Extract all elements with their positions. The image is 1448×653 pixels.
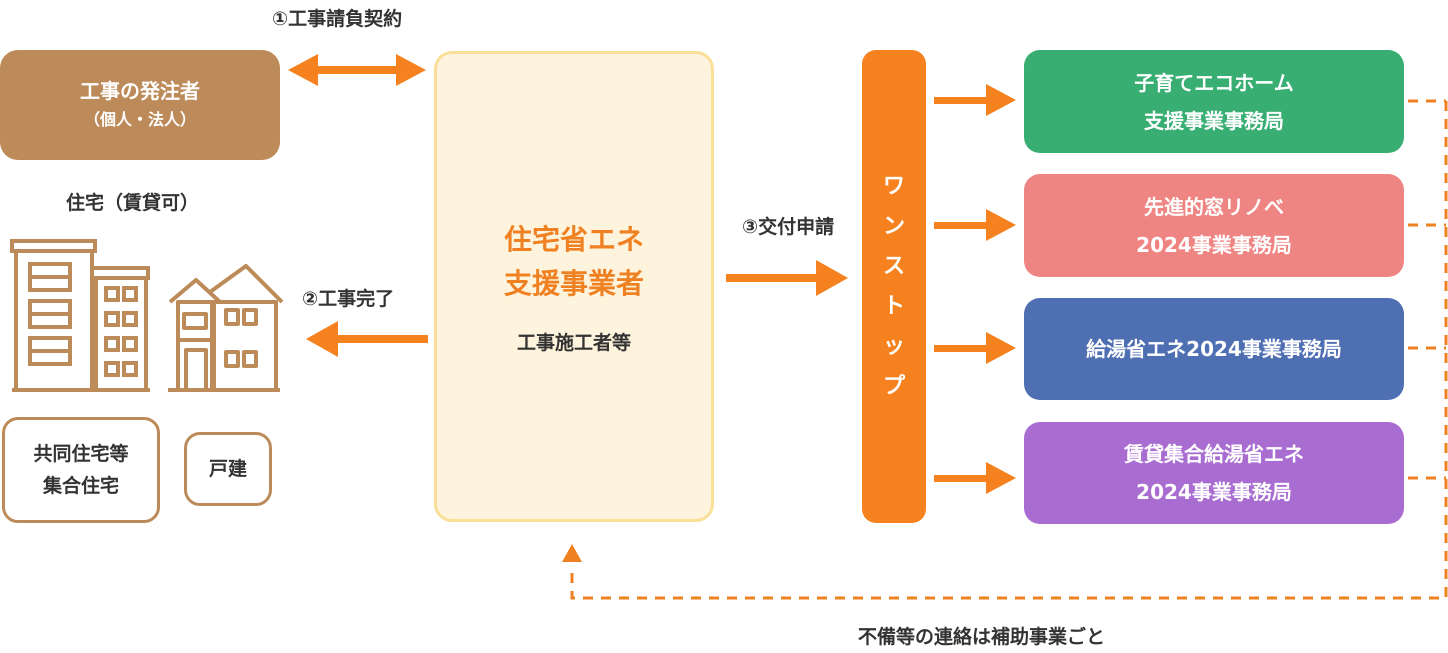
onestop-bar: ワ ン ス ト ッ プ (862, 50, 926, 523)
housing-type-line1: 戸建 (208, 458, 247, 480)
office-arrow-1 (934, 209, 1016, 241)
onestop-char: ト (882, 293, 905, 319)
housing-type-detached: 戸建 (184, 432, 272, 506)
housing-label: 住宅（賃貸可） (66, 192, 200, 214)
detached-house-icon (168, 264, 284, 392)
onestop-char: ワ (882, 173, 905, 199)
contract-label: ①工事請負契約 (272, 8, 403, 30)
office-box-rental-water-heater: 賃貸集合給湯省エネ 2024事業事務局 (1024, 422, 1404, 524)
office-line1: 先進的窓リノベ (1144, 194, 1284, 219)
office-box-kosodate: 子育てエコホーム 支援事業事務局 (1024, 50, 1404, 153)
office-arrow-0 (934, 84, 1016, 116)
office-line1: 給湯省エネ2024事業事務局 (1086, 337, 1342, 361)
application-arrow (726, 260, 848, 296)
onestop-char: ッ (882, 333, 905, 359)
orderer-subtitle: （個人・法人） (83, 110, 196, 129)
office-line2: 支援事業事務局 (1144, 108, 1284, 133)
onestop-char: ス (882, 253, 905, 279)
contractor-title-line2: 支援事業者 (503, 267, 644, 300)
housing-type-apartment: 共同住宅等 集合住宅 (2, 417, 160, 523)
office-arrow-3 (934, 462, 1016, 494)
onestop-char: ン (882, 213, 905, 239)
completion-arrow (306, 321, 428, 357)
office-arrows (934, 84, 1016, 494)
housing-type-line1: 共同住宅等 (33, 443, 129, 465)
contractor-subtitle: 工事施工者等 (516, 332, 631, 354)
feedback-arrowhead (562, 544, 582, 562)
completion-label: ②工事完了 (302, 288, 395, 310)
office-arrow-2 (934, 332, 1016, 364)
office-line1: 子育てエコホーム (1134, 70, 1294, 95)
onestop-char: プ (882, 373, 905, 399)
orderer-box: 工事の発注者 （個人・法人） (0, 50, 280, 160)
office-box-window: 先進的窓リノベ 2024事業事務局 (1024, 174, 1404, 277)
apartment-building-icon (10, 239, 150, 392)
contractor-box: 住宅省エネ 支援事業者 工事施工者等 (434, 51, 714, 522)
housing-type-line2: 集合住宅 (42, 475, 119, 497)
office-line1: 賃貸集合給湯省エネ (1124, 442, 1304, 466)
office-line2: 2024事業事務局 (1136, 232, 1292, 257)
application-label: ③交付申請 (742, 216, 835, 238)
contractor-title-line1: 住宅省エネ (503, 223, 644, 256)
feedback-dashed-path (570, 99, 1448, 600)
contact-note-label: 不備等の連絡は補助事業ごと (858, 626, 1106, 648)
office-box-water-heater: 給湯省エネ2024事業事務局 (1024, 298, 1404, 400)
orderer-title: 工事の発注者 (80, 79, 200, 103)
office-line2: 2024事業事務局 (1136, 480, 1292, 504)
contract-double-arrow (288, 54, 426, 86)
